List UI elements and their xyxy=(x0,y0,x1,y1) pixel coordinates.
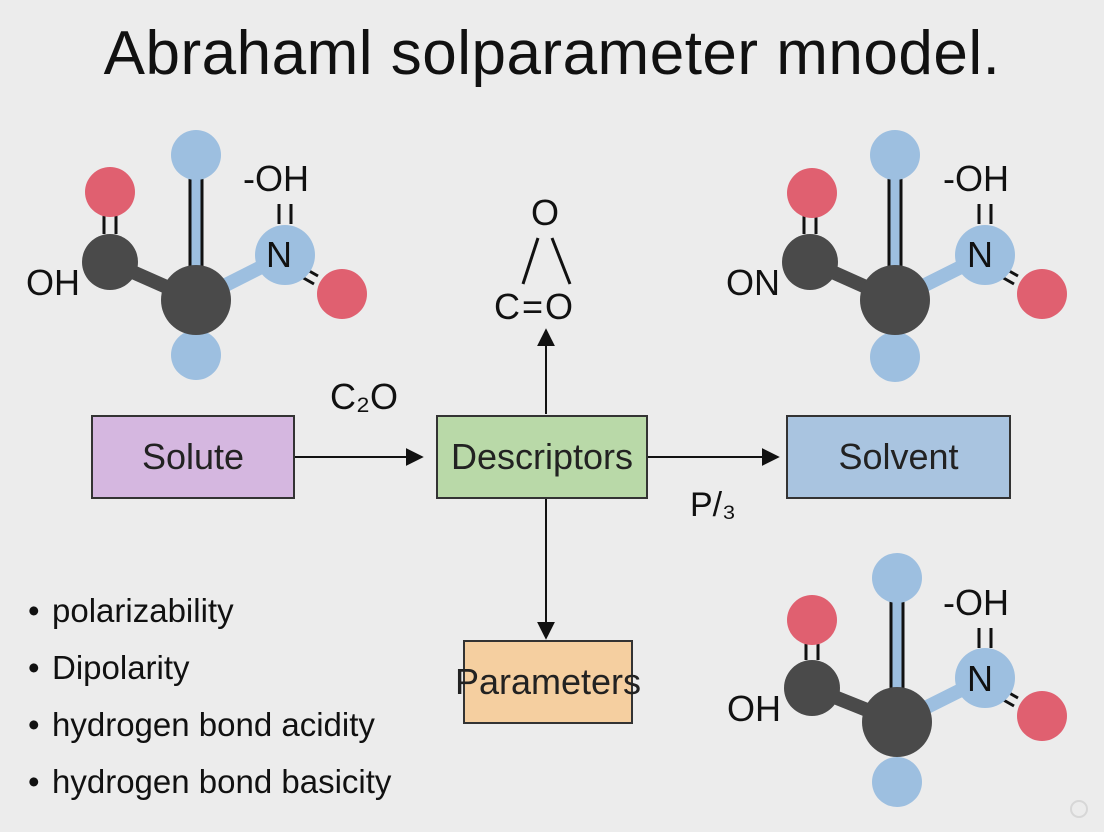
bullet-text: hydrogen bond acidity xyxy=(52,706,375,743)
arrow-label-c2o: C₂O xyxy=(330,376,398,417)
bullet-text: polarizability xyxy=(52,592,234,629)
top-left-oh-group-label: -OH xyxy=(243,158,309,199)
diagram-title: Abrahaml solparameter mnodel. xyxy=(103,19,1001,88)
arrow-label-p3: P/₃ xyxy=(690,486,736,524)
solute-box: Solute xyxy=(91,415,295,499)
top-left-oh-label: OH xyxy=(26,262,80,303)
top-right-n-label: N xyxy=(967,234,993,275)
bullet-text: Dipolarity xyxy=(52,649,190,686)
top-right-oh-group-label: -OH xyxy=(943,158,1009,199)
center-o-label: O xyxy=(531,192,560,233)
center-co-label: C=O xyxy=(494,286,576,327)
parameters-box: Parameters xyxy=(455,640,641,724)
bottom-right-oh-label: OH xyxy=(727,688,781,729)
molecule-top-left xyxy=(82,130,367,380)
top-left-n-label: N xyxy=(266,234,292,275)
bullet-item: •hydrogen bond acidity xyxy=(28,706,375,743)
bottom-right-oh-group-label: -OH xyxy=(943,582,1009,623)
watermark-icon xyxy=(1070,800,1088,818)
top-right-on-label: ON xyxy=(726,262,780,303)
bottom-right-n-label: N xyxy=(967,658,993,699)
molecule-bottom-right xyxy=(784,553,1067,807)
solvent-box: Solvent xyxy=(786,415,1011,499)
bullet-item: •Dipolarity xyxy=(28,649,190,686)
bullet-item: •polarizability xyxy=(28,592,234,629)
descriptor-bullet-list: •polarizability •Dipolarity •hydrogen bo… xyxy=(28,588,391,816)
molecule-top-right xyxy=(782,130,1067,382)
bullet-text: hydrogen bond basicity xyxy=(52,763,392,800)
descriptors-box: Descriptors xyxy=(436,415,648,499)
bullet-item: •hydrogen bond basicity xyxy=(28,763,392,800)
center-molecule-bonds xyxy=(521,237,572,285)
